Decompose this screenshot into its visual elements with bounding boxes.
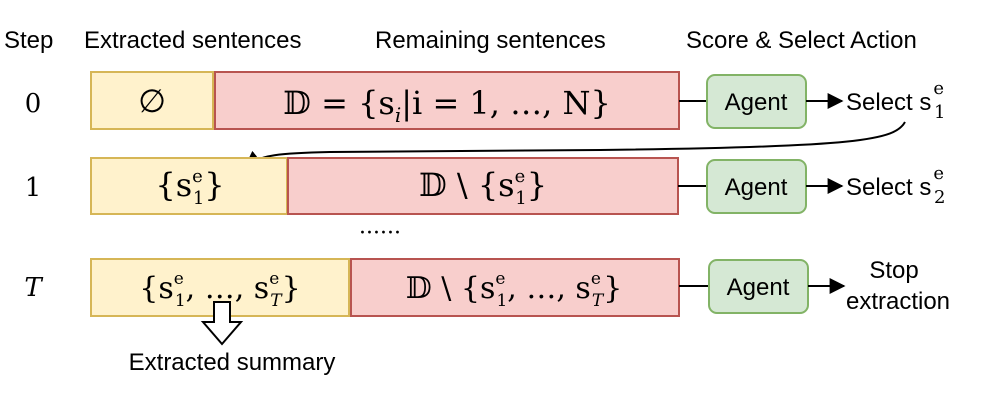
row1-extracted-tail: } [204, 166, 224, 204]
rowT-extracted-sub2: T [270, 291, 283, 311]
rowT-remaining-main: 𝔻 \ {s [406, 271, 496, 306]
summary-label: Extracted summary [129, 349, 336, 376]
header-step: Step [4, 27, 53, 54]
rowT-remaining-sub2: T [592, 291, 605, 311]
row0-extracted-box [90, 71, 214, 130]
rowT-agent-label: Agent [727, 274, 790, 301]
row0-action-text: Select se 1 [846, 78, 945, 123]
summary-down-arrow-icon [200, 301, 244, 346]
row0-action-main: Select s [846, 89, 931, 116]
rowT-extracted-tail: } [282, 271, 301, 306]
rowT-extracted-sup1: e [174, 269, 184, 289]
row1-extracted-sup: e [192, 166, 203, 187]
row1-remaining-main: 𝔻 \ {s [419, 166, 515, 204]
header-action: Score & Select Action [686, 27, 917, 54]
row0-agent-label: Agent [725, 89, 788, 116]
row1-action-sup: e [933, 163, 944, 184]
row1-extracted-sub: 1 [193, 188, 204, 209]
rowT-remaining-sup2: e [591, 269, 601, 289]
row0-action-sup: e [933, 78, 944, 99]
row1-step: 1 [25, 173, 42, 203]
row0-remaining-text: 𝔻 = {si|i = 1, …, N} [283, 84, 611, 127]
rowT-remaining-sup1: e [495, 269, 505, 289]
rowT-extracted-main: {s [139, 271, 173, 306]
rowT-action-line1: Stop [869, 257, 918, 284]
header-extracted: Extracted sentences [84, 27, 301, 54]
row0-extracted-text: ∅ [138, 82, 166, 120]
rowT-remaining-tail: } [603, 271, 622, 306]
rowT-extracted-mid: , …, s [186, 271, 270, 306]
row0-step: 0 [25, 89, 42, 119]
row1-remaining-sup: e [515, 166, 526, 187]
rowT-extracted-sup2: e [269, 269, 279, 289]
row-ellipsis: ······ [359, 221, 401, 246]
row0-action-sub: 1 [934, 102, 945, 123]
row1-remaining-sub: 1 [515, 188, 526, 209]
row1-action-sub: 2 [934, 187, 945, 208]
row1-agent-label: Agent [725, 174, 788, 201]
rowT-remaining-mid: , …, s [507, 271, 591, 306]
rowT-remaining-sub1: 1 [496, 291, 507, 311]
rowT-step: T [24, 273, 43, 303]
row0-remaining-tail: |i = 1, …, N} [401, 84, 611, 122]
rowT-extracted-sub1: 1 [175, 291, 186, 311]
row0-remaining-box [214, 71, 680, 130]
row1-action-main: Select s [846, 174, 931, 201]
rowT-action-line2: extraction [846, 288, 950, 315]
header-remaining: Remaining sentences [375, 27, 606, 54]
rowT-remaining-box [350, 258, 680, 317]
row1-extracted-main: {s [155, 166, 192, 204]
row0-remaining-sub: i [395, 103, 401, 127]
row1-remaining-tail: } [527, 166, 547, 204]
transition-arrow [244, 121, 906, 167]
row0-remaining-main: 𝔻 = {s [283, 84, 395, 122]
row1-extracted-box [90, 157, 288, 215]
row1-action-text: Select se 2 [846, 163, 945, 208]
